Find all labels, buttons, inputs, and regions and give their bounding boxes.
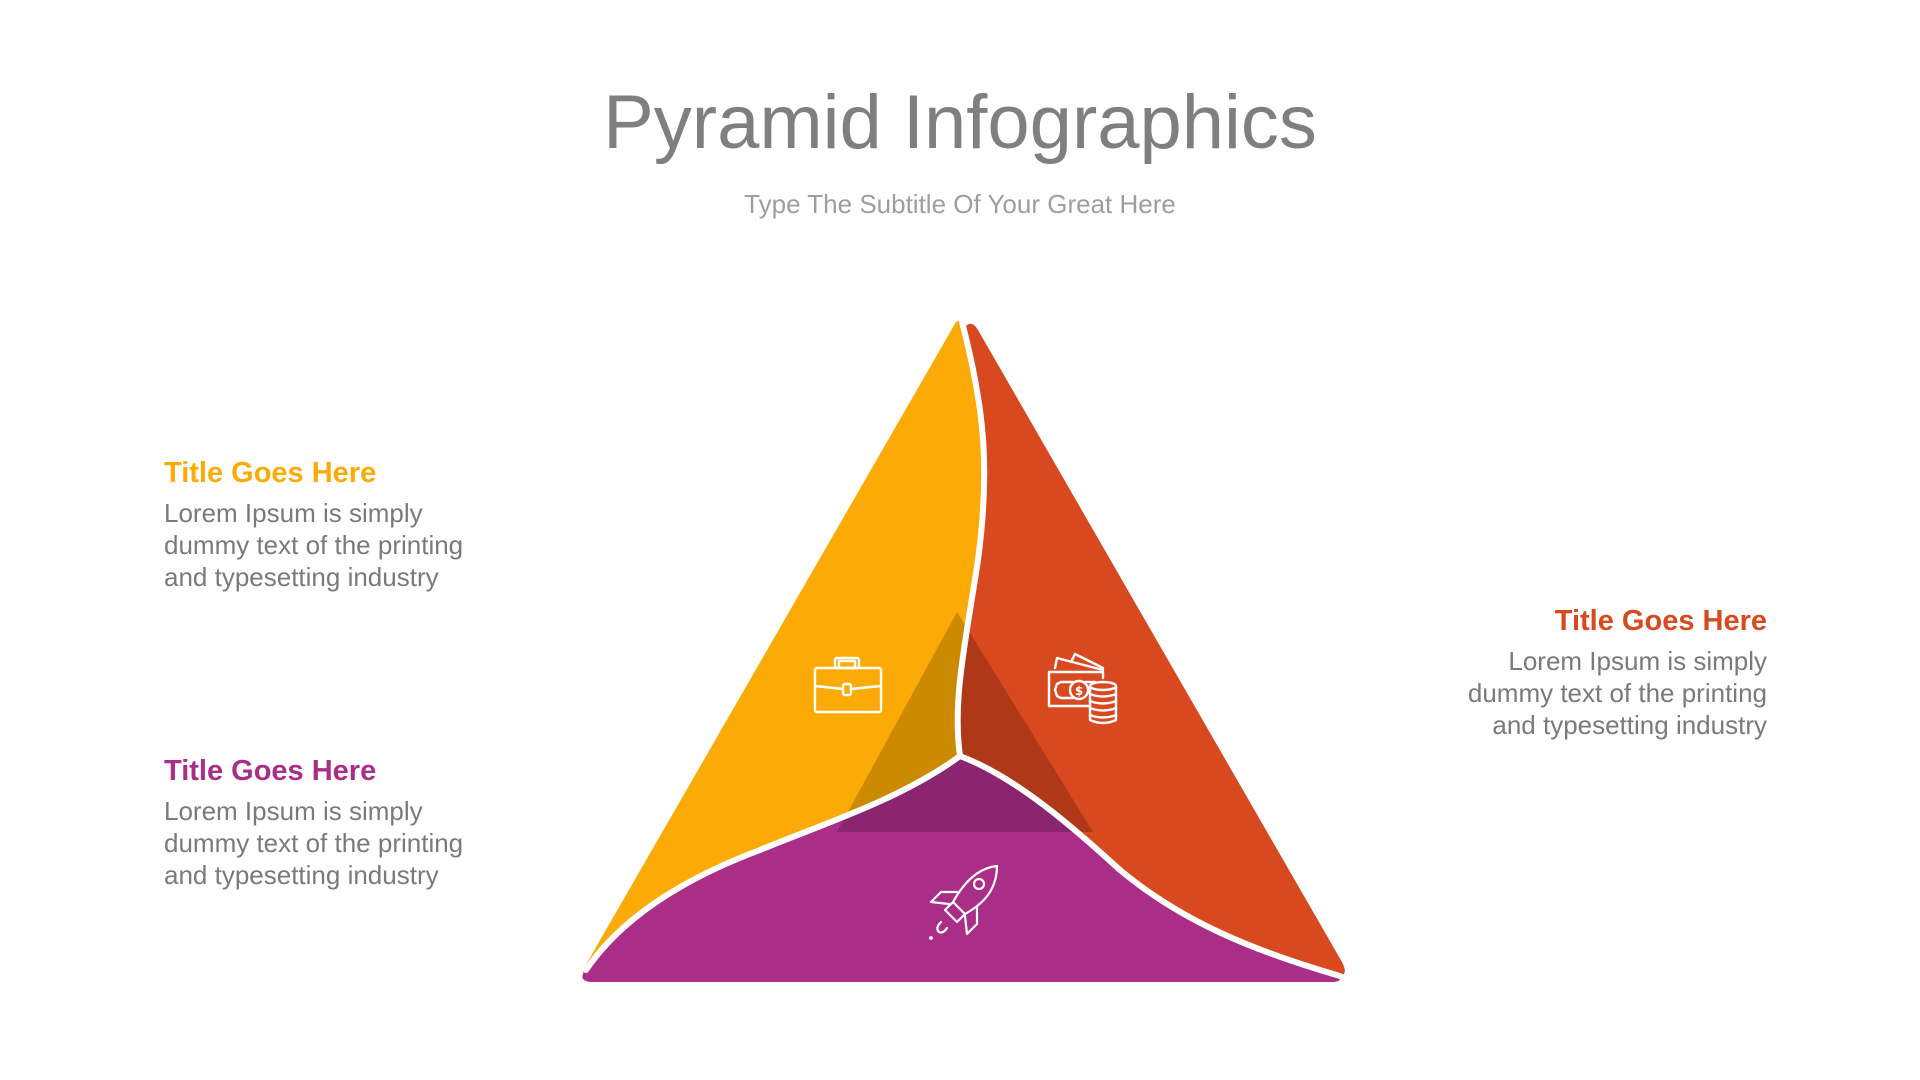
separator-vertical [954, 319, 988, 759]
segment-purple [582, 756, 1340, 982]
separator-left [583, 753, 963, 973]
inner-shade [837, 612, 1093, 832]
segment-yellow [582, 320, 985, 974]
text-block-purple: Title Goes Here Lorem Ipsum is simply du… [164, 753, 524, 891]
money-coins-icon: $ [1047, 652, 1118, 725]
body-line: Lorem Ipsum is simply [164, 498, 423, 528]
body-line: and typesetting industry [164, 860, 439, 890]
text-block-yellow: Title Goes Here Lorem Ipsum is simply du… [164, 455, 524, 593]
page-subtitle: Type The Subtitle Of Your Great Here [744, 189, 1176, 219]
block-title: Title Goes Here [164, 457, 377, 489]
block-title: Title Goes Here [164, 755, 377, 787]
body-line: dummy text of the printing [164, 828, 464, 858]
text-block-orange: Title Goes Here Lorem Ipsum is simply du… [1407, 603, 1767, 741]
body-line: and typesetting industry [164, 562, 439, 592]
page-title: Pyramid Infographics [603, 80, 1317, 165]
briefcase-icon [813, 656, 883, 714]
body-line: Lorem Ipsum is simply [164, 796, 423, 826]
body-line: dummy text of the printing [164, 530, 464, 560]
separator-right [957, 753, 1343, 979]
block-body: Lorem Ipsum is simply dummy text of the … [164, 497, 524, 593]
body-line: dummy text of the printing [1467, 678, 1767, 708]
svg-text:$: $ [1075, 684, 1083, 698]
block-body: Lorem Ipsum is simply dummy text of the … [164, 795, 524, 891]
rocket-icon [929, 864, 999, 940]
body-line: Lorem Ipsum is simply [1508, 646, 1767, 676]
block-title: Title Goes Here [1554, 605, 1767, 637]
body-line: and typesetting industry [1492, 710, 1767, 740]
block-body: Lorem Ipsum is simply dummy text of the … [1407, 645, 1767, 741]
